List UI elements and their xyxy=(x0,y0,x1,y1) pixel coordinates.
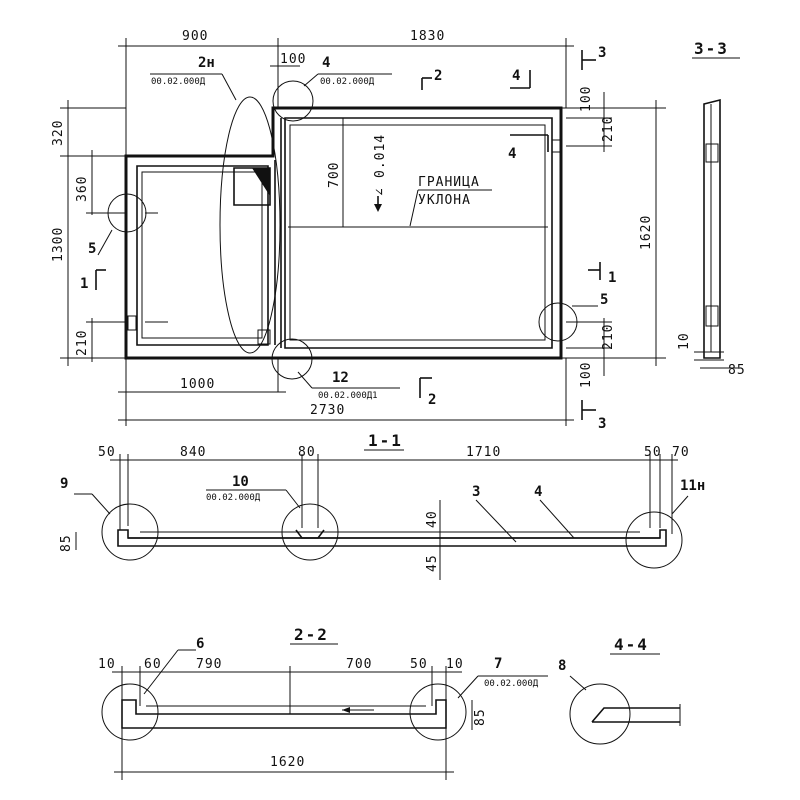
callout-5-right-label: 5 xyxy=(600,292,608,308)
cut-3-top: 3 xyxy=(598,45,606,61)
section-1-1-dim-1710: 1710 xyxy=(466,445,501,460)
cut-4-right: 4 xyxy=(508,146,516,162)
cut-1-right: 1 xyxy=(608,270,616,286)
dim-left-top: 320 xyxy=(51,120,66,146)
dim-right-1620: 1620 xyxy=(639,215,654,250)
dim-inner-700: 700 xyxy=(327,162,342,188)
dim-right-100-bot: 100 xyxy=(579,362,594,388)
dim-top-right: 1830 xyxy=(410,29,445,44)
section-2-2-circle-6 xyxy=(101,683,159,741)
dim-left-360: 360 xyxy=(75,176,90,202)
dim-right-210-bot: 210 xyxy=(601,324,616,350)
section-4-4-profile xyxy=(591,707,680,723)
callout-circle-12 xyxy=(271,338,313,380)
callout-5-left-label: 5 xyxy=(88,241,96,257)
plan-ledge-left xyxy=(141,171,263,339)
section-4-4-callout-8: 8 xyxy=(558,658,566,674)
section-1-1-dim-85: 85 xyxy=(59,534,74,552)
corner-fill xyxy=(252,168,270,196)
section-1-1-dim-50: 50 xyxy=(98,445,116,460)
cut-2-top: 2 xyxy=(434,68,442,84)
callout-ellipse-2n xyxy=(219,96,281,354)
section-2-2-dim-60: 60 xyxy=(144,657,162,672)
section-3-3: 3-3 10 85 xyxy=(677,39,746,378)
section-1-1-circle-9 xyxy=(101,503,159,561)
section-1-1-callout-9: 9 xyxy=(60,476,68,492)
plan-ledge-right xyxy=(289,124,546,341)
section-1-1-circle-11 xyxy=(625,511,683,569)
section-1-1-dim-45: 45 xyxy=(425,554,440,572)
section-2-2-dim-10: 10 xyxy=(98,657,116,672)
section-1-1-circle-10 xyxy=(281,503,339,561)
callout-12-label: 12 xyxy=(332,370,349,386)
cut-3-bottom: 3 xyxy=(598,416,606,432)
section-3-3-dim-10: 10 xyxy=(677,332,692,350)
section-2-2-callout-6: 6 xyxy=(196,636,204,652)
section-2-2-dim-1620: 1620 xyxy=(270,755,305,770)
dim-bottom-total: 2730 xyxy=(310,403,345,418)
section-3-3-profile xyxy=(703,98,721,359)
section-3-3-title: 3-3 xyxy=(694,39,729,58)
slope-value: 0.014 xyxy=(373,134,388,178)
plan-view: 900 1830 100 2н 00.02.000Д 4 00.02.000Д … xyxy=(51,29,666,432)
section-1-1: 1-1 50 840 80 1710 50 70 9 10 00.02.000Д… xyxy=(59,431,705,580)
section-2-2-title: 2-2 xyxy=(294,625,329,644)
section-2-2-dim-700: 700 xyxy=(346,657,372,672)
section-2-2-circle-7 xyxy=(409,683,467,741)
section-4-4: 4-4 8 xyxy=(558,635,681,745)
dim-notch: 100 xyxy=(280,52,306,67)
section-1-1-dim-840: 840 xyxy=(180,445,206,460)
dim-right-100-top: 100 xyxy=(579,86,594,112)
plan-inner-contour xyxy=(136,165,269,346)
section-1-1-callout-10: 10 xyxy=(232,474,249,490)
cut-1-left: 1 xyxy=(80,276,88,292)
slope-label-1: ГРАНИЦА xyxy=(418,175,480,190)
section-1-1-callout-3: 3 xyxy=(472,484,480,500)
section-1-1-dim-70: 70 xyxy=(672,445,690,460)
cut-4-top: 4 xyxy=(512,68,520,84)
section-1-1-dim-80: 80 xyxy=(298,445,316,460)
section-1-1-callout-4: 4 xyxy=(534,484,542,500)
section-4-4-title: 4-4 xyxy=(614,635,649,654)
plan-detail-left xyxy=(127,315,137,331)
dim-top-left: 900 xyxy=(182,29,208,44)
section-1-1-profile xyxy=(117,529,667,547)
dim-left-main: 1300 xyxy=(51,227,66,262)
slope-label-2: УКЛОНА xyxy=(418,193,471,208)
section-2-2-callout-7-ref: 00.02.000Д xyxy=(484,679,539,689)
callout-2n-ref: 00.02.000Д xyxy=(151,77,206,87)
plan-detail-bottom xyxy=(257,329,271,345)
section-4-4-circle-8 xyxy=(569,683,631,745)
section-2-2: 2-2 10 60 790 700 50 10 6 7 00.02.000Д 8… xyxy=(98,625,548,780)
section-2-2-dim-10r: 10 xyxy=(446,657,464,672)
section-2-2-profile xyxy=(121,699,447,729)
section-1-1-callout-10-ref: 00.02.000Д xyxy=(206,493,261,503)
section-1-1-dim-50r: 50 xyxy=(644,445,662,460)
section-2-2-dim-50: 50 xyxy=(410,657,428,672)
callout-4-ref: 00.02.000Д xyxy=(320,77,375,87)
dim-left-210: 210 xyxy=(75,330,90,356)
dim-bottom-left: 1000 xyxy=(180,377,215,392)
callout-circle-4 xyxy=(272,80,314,122)
callout-2n-label: 2н xyxy=(198,55,215,71)
plan-detail-right xyxy=(551,139,562,153)
section-2-2-dim-85: 85 xyxy=(473,708,488,726)
section-1-1-dim-40: 40 xyxy=(425,510,440,528)
section-2-2-dim-790: 790 xyxy=(196,657,222,672)
dim-right-210-top: 210 xyxy=(601,116,616,142)
section-1-1-title: 1-1 xyxy=(368,431,403,450)
section-2-2-callout-7: 7 xyxy=(494,656,502,672)
section-3-3-dim-85: 85 xyxy=(728,363,746,378)
section-1-1-callout-11: 11н xyxy=(680,478,705,494)
callout-4-label: 4 xyxy=(322,55,330,71)
callout-12-ref: 00.02.000Д1 xyxy=(318,391,378,401)
cut-2-bottom: 2 xyxy=(428,392,436,408)
plan-inner-contour-right xyxy=(284,117,553,349)
svg-text:∠: ∠ xyxy=(373,187,388,196)
